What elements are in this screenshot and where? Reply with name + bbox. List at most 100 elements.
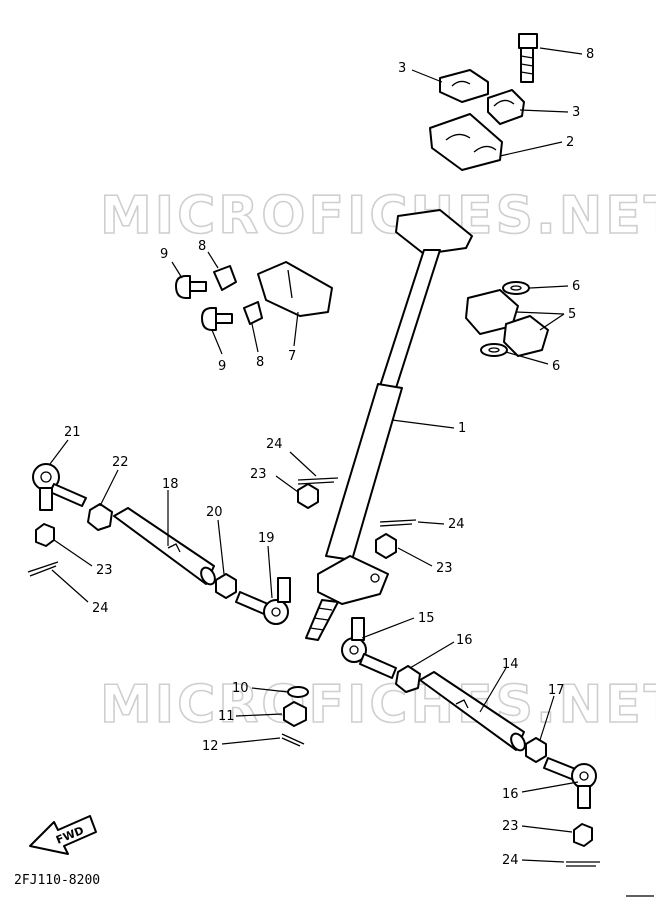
callout-9-bottom: 9 [211, 329, 226, 374]
callout-16: 16 [502, 781, 579, 802]
callout-11: 11 [218, 709, 283, 724]
part-8-clip-top [213, 265, 237, 291]
callout-6-bottom: 6 [505, 351, 560, 374]
watermark-top: MICROFICHES.NET [100, 186, 656, 246]
callout-number: 14 [502, 657, 519, 672]
callout-21: 21 [49, 425, 81, 465]
callout-number: 6 [572, 279, 580, 294]
callout-number: 22 [112, 455, 129, 470]
callout-19: 19 [258, 531, 275, 599]
part-6-washer-bottom [480, 343, 508, 357]
callout-number: 5 [568, 307, 576, 322]
callout-number: 3 [398, 61, 406, 76]
part-9-screw-bottom [201, 307, 233, 331]
callout-number: 7 [288, 349, 296, 364]
callout-24-mid: 24 [417, 517, 465, 532]
callout-23-right: 23 [397, 547, 453, 576]
callout-number: 6 [552, 359, 560, 374]
part-11-nut [283, 701, 307, 727]
callout-4: 8 [539, 47, 594, 62]
part-24-cotter-pin-bottom [566, 861, 600, 867]
part-7-bracket [257, 261, 333, 317]
part-23-nut-upper [297, 483, 319, 509]
callout-14: 15 [361, 611, 435, 639]
callout-18: 18 [162, 477, 179, 546]
part-19-tie-rod-end [235, 577, 291, 625]
callout-2: 2 [499, 135, 574, 157]
part-9-screw-top [175, 275, 207, 299]
part-21-tie-rod-end-left [32, 463, 87, 511]
callout-23-upper: 23 [250, 467, 299, 493]
part-2-handlebar-holder [429, 113, 503, 171]
part-13-tie-rod [419, 671, 526, 752]
callout-number: 2 [566, 135, 574, 150]
diagram-code: 2FJ110-8200 [14, 873, 100, 888]
callout-number: 24 [448, 517, 465, 532]
part-23-nut-right [375, 533, 397, 559]
callout-number: 23 [250, 467, 267, 482]
callout-10: 10 [232, 681, 289, 696]
callout-number: 11 [218, 709, 235, 724]
callout-number: 16 [456, 633, 473, 648]
callout-number: 15 [418, 611, 435, 626]
callout-number: 18 [162, 477, 179, 492]
callout-number: 21 [64, 425, 81, 440]
callout-23-left: 23 [53, 539, 113, 578]
callout-8-bottom: 8 [251, 323, 264, 370]
part-12-cotter-pin [281, 733, 305, 747]
callout-3-left: 3 [398, 61, 443, 83]
callout-number: 9 [218, 359, 226, 374]
callout-22: 22 [99, 455, 129, 507]
callout-1: 1 [391, 419, 466, 436]
callout-24-left: 24 [51, 569, 109, 616]
part-23-nut-left [35, 523, 55, 547]
callout-number: 8 [586, 47, 594, 62]
part-8-clip-bottom [243, 301, 263, 325]
callout-number: 23 [502, 819, 519, 834]
callout-3-right: 3 [519, 105, 580, 120]
part-14-tie-rod-end [341, 617, 397, 679]
callout-6-top: 6 [529, 279, 580, 294]
part-15-nut [395, 665, 421, 693]
callout-23-bottom: 23 [502, 819, 573, 834]
callout-8-top: 8 [198, 239, 219, 269]
part-23-nut-bottom [573, 823, 593, 847]
callout-number: 8 [256, 355, 264, 370]
callout-24-upper: 24 [266, 437, 317, 477]
callout-24-bottom: 24 [502, 853, 565, 868]
part-3-upper-clamp-left [439, 69, 489, 103]
callout-number: 23 [436, 561, 453, 576]
callout-number: 10 [232, 681, 249, 696]
callout-number: 3 [572, 105, 580, 120]
callout-13: 14 [479, 657, 519, 713]
callout-number: 19 [258, 531, 275, 546]
part-3-upper-clamp-right [487, 89, 525, 125]
callout-number: 24 [92, 601, 109, 616]
callout-17: 17 [539, 683, 565, 741]
callout-number: 20 [206, 505, 223, 520]
part-24-cotter-pin-mid [379, 519, 417, 527]
part-20-nut [215, 573, 237, 599]
part-24-cotter-pin-left [27, 561, 59, 577]
callout-number: 16 [502, 787, 519, 802]
callout-5: 5 [515, 307, 576, 331]
callout-number: 9 [160, 247, 168, 262]
part-17-nut [525, 737, 547, 763]
callout-number: 23 [96, 563, 113, 578]
part-22-nut [87, 503, 113, 531]
callout-number: 17 [548, 683, 565, 698]
callout-9-top: 9 [160, 247, 183, 279]
callout-20: 20 [206, 505, 225, 575]
part-10-washer [287, 686, 309, 698]
part-24-cotter-pin-top [297, 477, 339, 485]
part-6-washer-top [502, 281, 530, 295]
callout-number: 1 [458, 421, 466, 436]
part-4-bolt [518, 33, 538, 83]
watermark-bottom: MICROFICHES.NET [100, 675, 656, 735]
callout-number: 12 [202, 739, 219, 754]
callout-number: 24 [502, 853, 519, 868]
callout-7: 7 [288, 311, 299, 364]
part-5-shaft-holder [465, 289, 549, 357]
